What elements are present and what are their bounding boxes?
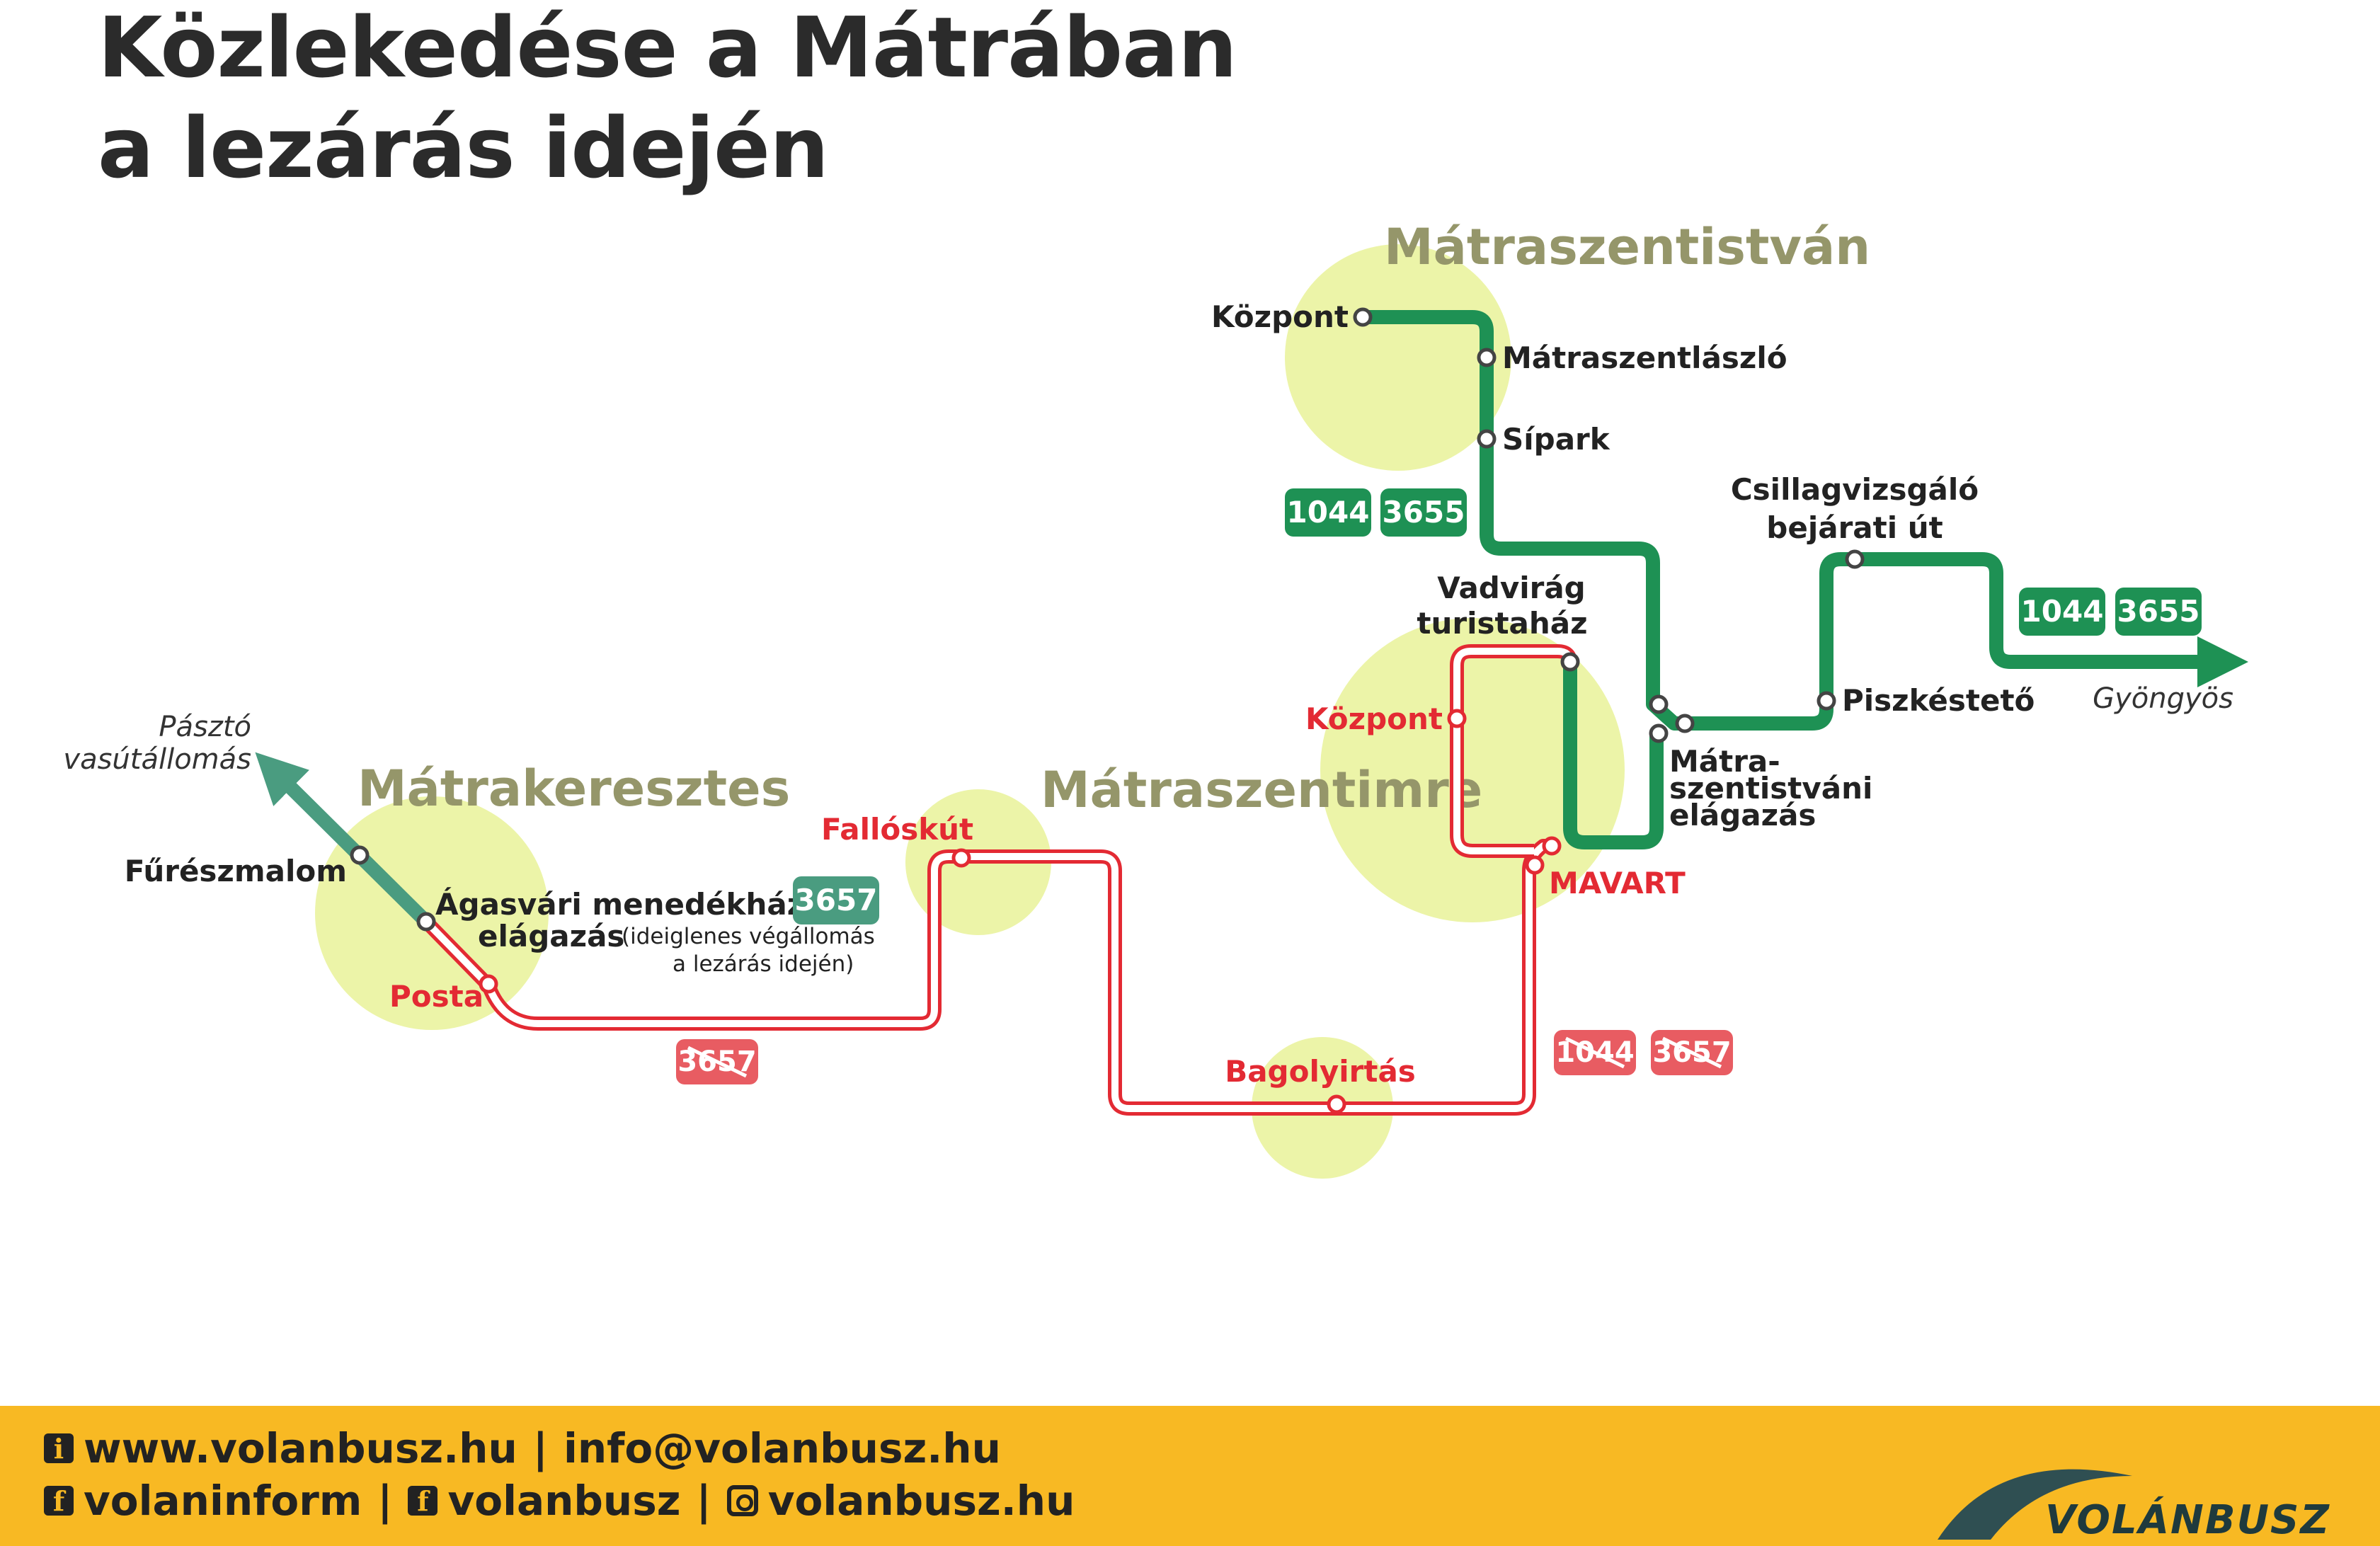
- stop-label-fallosku: Fallóskút: [821, 812, 973, 847]
- stop-label-vadvirag-1: Vadvirág: [1437, 571, 1586, 605]
- stop-note-agasvari-2: a lezárás idején): [673, 951, 854, 977]
- stop-label-csillagvizsgalo-1: Csillagvizsgáló: [1731, 472, 1979, 507]
- destination-paszto-1: Pásztó: [159, 711, 251, 743]
- route-badge-1044-cancelled: 1044: [1554, 1030, 1636, 1075]
- facebook-volanbusz-link[interactable]: volanbusz: [447, 1477, 681, 1525]
- stop-label-kozpont-green: Központ: [1211, 299, 1349, 334]
- stop-dot-mavart-1: [1542, 836, 1562, 856]
- stop-label-elagazas-3: elágazás: [1669, 798, 1816, 832]
- teal-route-line-paszto: [255, 752, 433, 929]
- zone-circle-matrakeresztes: [315, 796, 549, 1030]
- stop-dot-elagazas-1: [1649, 694, 1669, 714]
- instagram-link[interactable]: volanbusz.hu: [767, 1477, 1075, 1525]
- green-route-1044-3655: [1363, 310, 2248, 849]
- stop-dot-fureszmalom: [350, 845, 370, 865]
- stop-dot-kozpont-red: [1447, 709, 1467, 728]
- stop-label-agasvari-1: Ágasvári menedékház: [435, 886, 804, 922]
- stop-dot-vadvirag: [1560, 652, 1580, 672]
- stop-label-fureszmalom: Fűrészmalom: [125, 854, 347, 888]
- stop-label-vadvirag-2: turistaház: [1417, 606, 1587, 641]
- route-badge-3655-left: 3655: [1380, 488, 1467, 537]
- stop-label-piszkesteto: Piszkéstető: [1842, 683, 2035, 718]
- stop-dot-agasvari: [416, 912, 436, 932]
- stop-dots: [350, 307, 1865, 1114]
- stop-label-bagolyirtas: Bagolyirtás: [1225, 1054, 1416, 1089]
- footer-separator: |: [377, 1477, 393, 1525]
- zone-label-matrakeresztes: Mátrakeresztes: [357, 760, 790, 818]
- stop-label-elagazas-1: Mátra-: [1669, 744, 1780, 779]
- facebook-volaninform-link[interactable]: volaninform: [84, 1477, 362, 1525]
- stop-dot-fallosku: [951, 848, 971, 868]
- footer-separator: |: [532, 1424, 548, 1472]
- stop-label-sipark: Sípark: [1502, 422, 1610, 457]
- svg-text:3655: 3655: [2117, 594, 2200, 629]
- stop-label-matraszentlaszlo: Mátraszentlászló: [1502, 340, 1787, 375]
- route-badge-3657-cancelled-left: 3657: [676, 1039, 758, 1084]
- svg-text:3657: 3657: [795, 883, 878, 917]
- stop-dot-matraszentlaszlo: [1477, 348, 1497, 367]
- stop-dot-elagazas-2: [1675, 714, 1695, 733]
- svg-text:1044: 1044: [2021, 594, 2104, 629]
- facebook-icon: f: [44, 1486, 74, 1517]
- stop-dot-mavart-2: [1525, 855, 1545, 875]
- email-link[interactable]: info@volanbusz.hu: [563, 1424, 1001, 1472]
- stop-dot-posta: [479, 974, 498, 994]
- destination-paszto-2: vasútállomás: [63, 743, 251, 776]
- svg-text:3655: 3655: [1383, 495, 1465, 529]
- stop-label-posta: Posta: [389, 979, 484, 1014]
- logo-wordmark: VOLÁNBUSZ: [2045, 1497, 2330, 1543]
- stop-label-kozpont-red: Központ: [1305, 702, 1443, 736]
- stop-label-csillagvizsgalo-2: bejárati út: [1766, 510, 1943, 545]
- stop-dot-elagazas-3: [1649, 723, 1669, 743]
- facebook-icon: f: [408, 1486, 438, 1517]
- instagram-icon: [726, 1485, 758, 1516]
- route-map: Mátraszentistván Mátrakeresztes Mátrasze…: [63, 218, 2248, 1179]
- stop-dot-sipark: [1477, 429, 1497, 449]
- stop-label-mavart: MAVART: [1549, 866, 1686, 900]
- route-badge-3655-right: 3655: [2115, 588, 2202, 636]
- stop-dot-bagolyirtas: [1327, 1094, 1346, 1114]
- route-badge-3657-teal: 3657: [793, 876, 879, 924]
- info-icon: i: [44, 1433, 74, 1465]
- volanbusz-logo: VOLÁNBUSZ: [1934, 1462, 2330, 1543]
- route-badge-1044-right: 1044: [2019, 588, 2105, 636]
- stop-dot-kozpont-green: [1353, 307, 1373, 327]
- footer-line-social: f volaninform | f volanbusz | volanbusz.…: [44, 1477, 1075, 1525]
- page-title-line-2: a lezárás idején: [98, 99, 829, 197]
- route-badge-3657-cancelled-right: 3657: [1651, 1030, 1733, 1075]
- stop-note-agasvari-1: (ideiglenes végállomás: [622, 924, 875, 949]
- zone-label-matraszentistvan: Mátraszentistván: [1384, 218, 1870, 276]
- logo-swoosh-icon: [1938, 1469, 2132, 1540]
- page-title-line-1: Közlekedése a Mátrában: [98, 0, 1237, 96]
- stop-label-elagazas-2: szentistváni: [1669, 771, 1872, 806]
- website-link[interactable]: www.volanbusz.hu: [84, 1424, 517, 1472]
- zone-label-matraszentimre: Mátraszentimre: [1041, 761, 1482, 819]
- svg-text:1044: 1044: [1287, 495, 1370, 529]
- destination-gyongyos: Gyöngyös: [2093, 682, 2233, 715]
- route-badge-1044-left: 1044: [1285, 488, 1371, 537]
- stop-label-agasvari-2: elágazás: [478, 919, 624, 954]
- footer-line-contact: i www.volanbusz.hu | info@volanbusz.hu: [44, 1424, 1001, 1472]
- footer-separator: |: [696, 1477, 711, 1525]
- stop-dot-piszkesteto: [1817, 691, 1836, 711]
- stop-dot-csillagvizsgalo: [1845, 549, 1865, 569]
- zone-circle-matraszentistvan: [1285, 244, 1511, 471]
